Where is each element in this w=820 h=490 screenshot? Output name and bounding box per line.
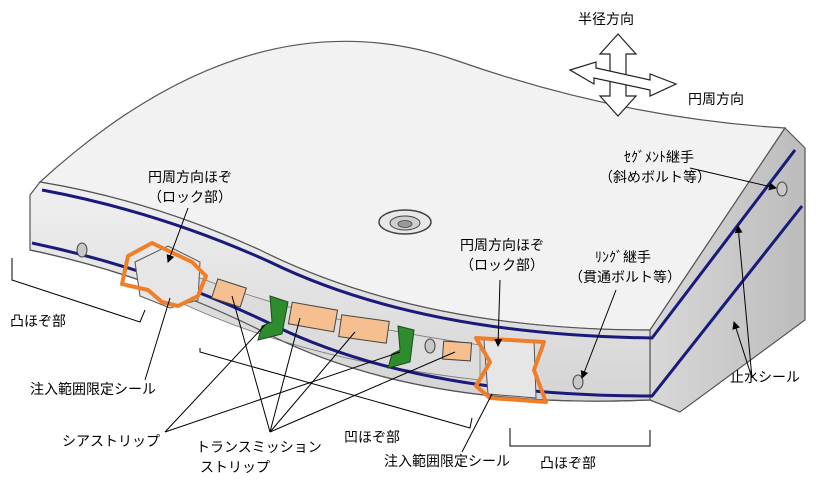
leader-lines xyxy=(144,167,777,453)
label-convex-left: 凸ほぞ部 xyxy=(10,314,66,330)
label-shear-strip: シアストリップ xyxy=(62,434,160,450)
label-ring-joint-sub: （貫通ボルト等） xyxy=(569,270,681,286)
label-ring-joint: ﾘﾝｸﾞ継手 xyxy=(595,250,651,266)
label-circumferential-direction: 円周方向 xyxy=(688,92,744,108)
direction-arrows-icon xyxy=(568,33,678,117)
label-tenon-left: 円周方向ほぞ xyxy=(148,170,232,186)
transmission-strip-4 xyxy=(441,340,473,362)
label-radial-direction: 半径方向 xyxy=(578,12,634,28)
shear-strip-2 xyxy=(387,325,415,369)
water-seal-upper xyxy=(41,149,797,340)
label-convex-right: 凸ほぞ部 xyxy=(540,456,596,472)
tenon-block-right xyxy=(483,339,537,399)
injection-seal-right xyxy=(474,336,548,404)
label-transmission-strip-1: トランスミッション xyxy=(196,440,322,456)
segment-joint-bolt-hole xyxy=(776,181,788,197)
ring-joint-bolt-hole xyxy=(572,374,584,390)
label-segment-joint: ｾｸﾞﾒﾝﾄ継手 xyxy=(624,150,694,166)
shear-strip-1 xyxy=(257,295,289,341)
label-injection-seal-left: 注入範囲限定シール xyxy=(30,382,156,398)
bracket-concave xyxy=(199,348,473,429)
label-transmission-strip-2: ストリップ xyxy=(200,460,270,476)
label-segment-joint-sub: （斜めボルト等） xyxy=(599,170,711,186)
transmission-strip-1 xyxy=(211,278,247,308)
label-concave: 凹ほぞ部 xyxy=(344,430,400,446)
label-water-seal: 止水シール xyxy=(730,370,800,386)
bracket-convex-left xyxy=(11,258,146,323)
label-tenon-right: 円周方向ほぞ xyxy=(460,238,544,254)
label-tenon-right-sub: （ロック部） xyxy=(460,258,544,274)
bolt-hole-left xyxy=(76,242,88,258)
label-tenon-left-sub: （ロック部） xyxy=(148,190,232,206)
label-injection-seal-bottom: 注入範囲限定シール xyxy=(384,454,510,470)
transmission-strip-2 xyxy=(287,301,339,333)
bracket-convex-right xyxy=(509,428,651,447)
bolt-hole-center xyxy=(424,338,436,354)
